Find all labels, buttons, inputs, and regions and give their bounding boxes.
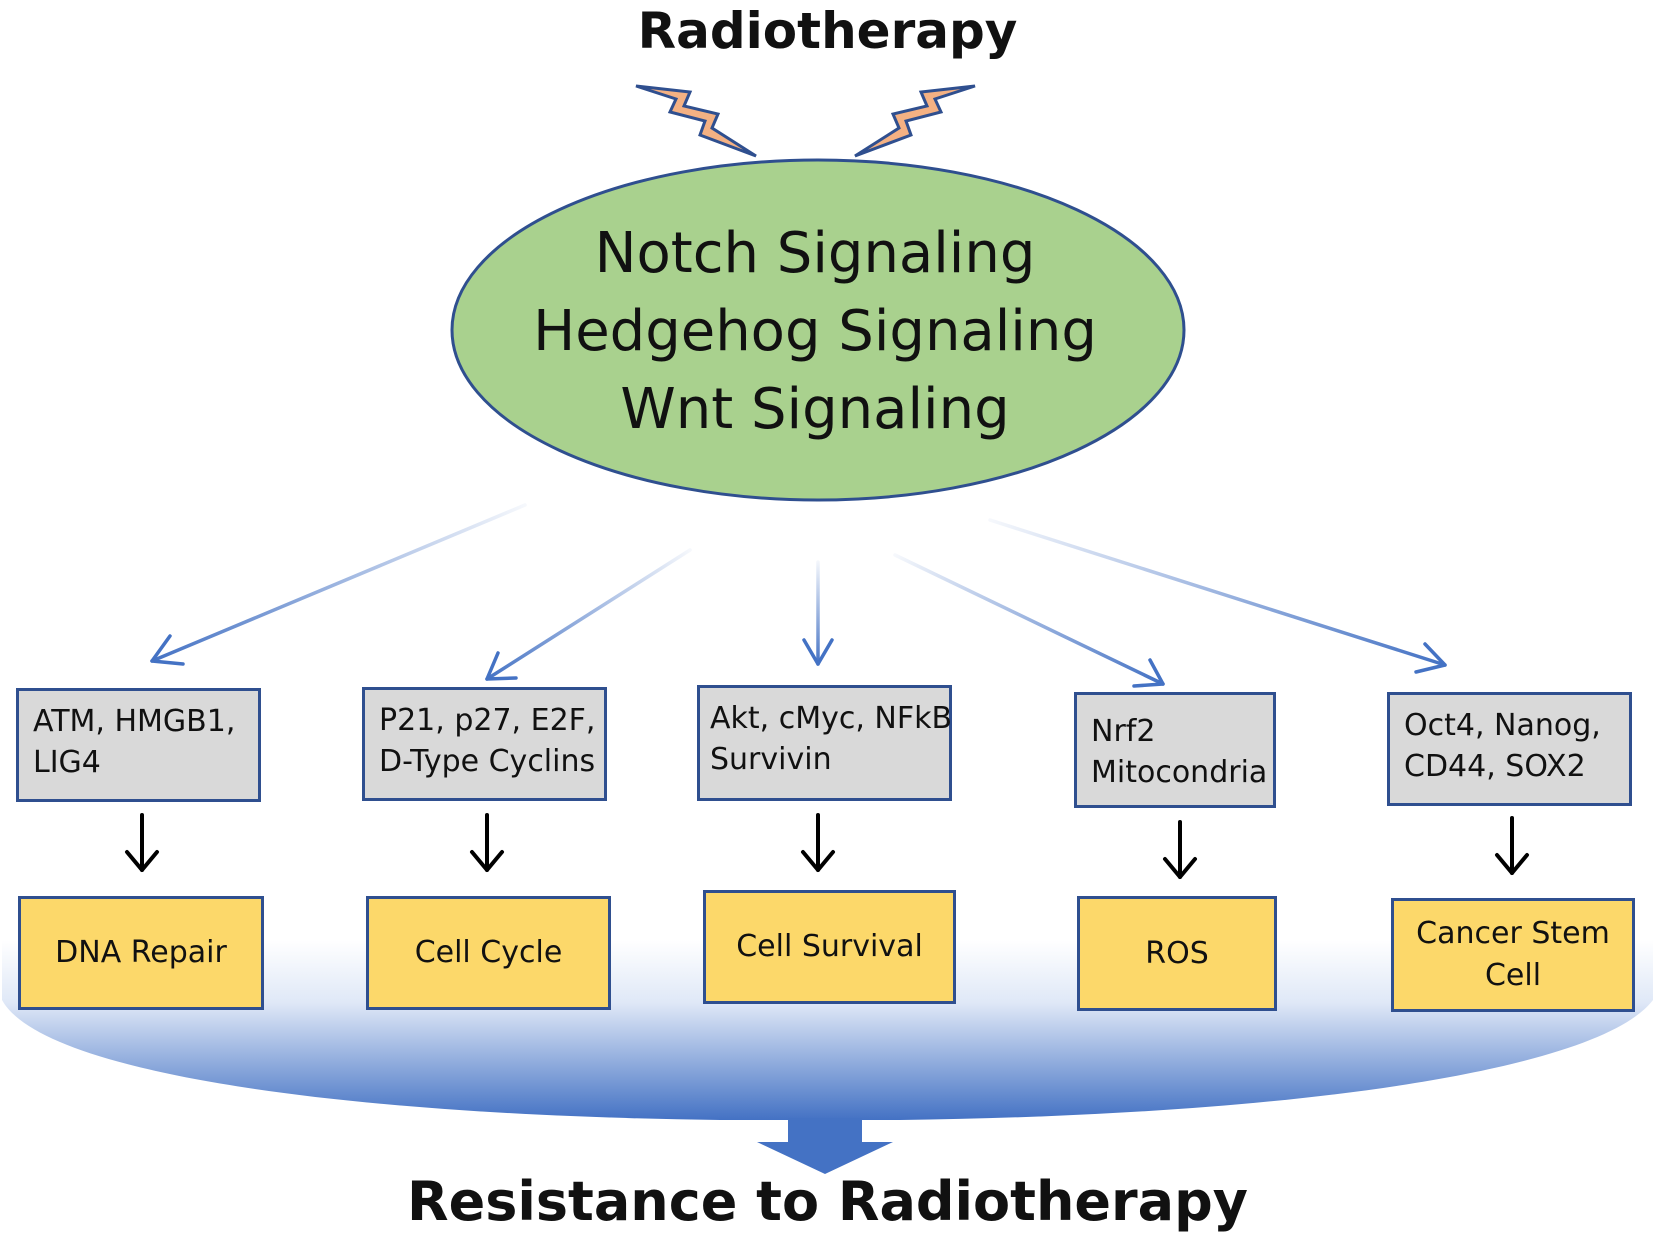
resistance-down-arrow	[757, 1118, 893, 1174]
signaling-pathways-ellipse	[450, 158, 1186, 502]
pathway-wnt: Wnt Signaling	[620, 377, 1010, 442]
pathway-arrows	[150, 503, 1447, 688]
arrow-to-ros-genes	[893, 553, 1165, 686]
signaling-pathways-label: Notch Signaling Hedgehog Signaling Wnt S…	[450, 215, 1180, 449]
lightning-bolt-right-icon	[854, 84, 976, 158]
outcome-arrows	[125, 813, 1529, 879]
outcome-box-cell-survival: Cell Survival	[703, 890, 956, 1004]
gene-box-stem-cell: Oct4, Nanog, CD44, SOX2	[1387, 692, 1632, 806]
arrowhead-cell-cycle-genes	[485, 651, 518, 681]
outcome-box-cell-cycle: Cell Cycle	[366, 896, 611, 1010]
gene-box-ros: Nrf2 Mitocondria	[1074, 692, 1276, 808]
arrow-to-stem-cell-genes	[988, 518, 1447, 667]
arrowhead-cell-survival-genes	[802, 638, 834, 666]
gene-box-cell-survival: Akt, cMyc, NFkB Survivin	[697, 685, 952, 801]
title-resistance-to-radiotherapy: Resistance to Radiotherapy	[407, 1170, 1248, 1233]
lightning-bolt-left-icon	[635, 84, 757, 158]
arrowhead-stem-cell-genes	[1414, 642, 1447, 674]
outcome-box-cancer-stem-cell: Cancer Stem Cell	[1391, 898, 1635, 1012]
gene-box-dna-repair: ATM, HMGB1, LIG4	[16, 688, 261, 802]
gene-box-cell-cycle: P21, p27, E2F, D-Type Cyclins	[362, 687, 607, 801]
outcome-box-ros: ROS	[1077, 896, 1277, 1011]
arrowhead-dna-repair-genes	[150, 634, 185, 666]
arrowhead-ros-genes	[1132, 658, 1165, 688]
arrow-to-dna-repair-genes	[150, 503, 527, 663]
title-radiotherapy: Radiotherapy	[637, 2, 1018, 60]
pathway-hedgehog: Hedgehog Signaling	[533, 299, 1097, 364]
pathway-notch: Notch Signaling	[594, 221, 1036, 286]
arrow-to-cell-cycle-genes	[485, 548, 692, 681]
outcome-box-dna-repair: DNA Repair	[18, 896, 264, 1010]
